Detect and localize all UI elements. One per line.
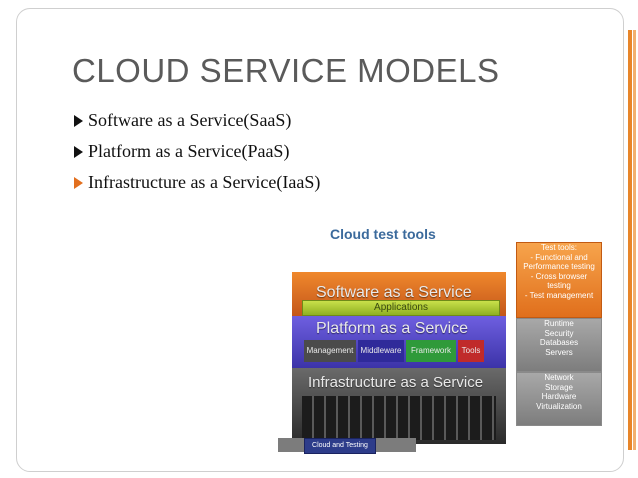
side-box-line: - Cross browser [530, 271, 588, 281]
bullet-text: Software as a Service(SaaS) [88, 110, 292, 130]
slide-title: CLOUD SERVICE MODELS [72, 52, 500, 89]
side-box-line: Test tools: [540, 243, 577, 252]
infrastructure-box: Network Storage Hardware Virtualization [516, 372, 602, 426]
side-box-line: - Test management [524, 290, 594, 300]
applications-label: Applications [374, 302, 428, 313]
paas-layer: Platform as a Service Management Middlew… [292, 316, 506, 368]
bullet-list: Software as a Service(SaaS) Platform as … [72, 110, 320, 203]
server-racks-graphic [302, 396, 496, 440]
paas-layer-label: Platform as a Service [316, 320, 469, 337]
arrow-bullet-icon [74, 146, 83, 158]
bullet-item: Platform as a Service(PaaS) [72, 141, 320, 172]
iaas-layer: Infrastructure as a Service [292, 368, 506, 444]
bullet-text: Platform as a Service(PaaS) [88, 141, 290, 161]
applications-bar: Applications [302, 300, 500, 316]
figure-title: Cloud test tools [330, 226, 436, 242]
side-box-line: Performance testing [523, 262, 595, 271]
arrow-bullet-icon [74, 115, 83, 127]
side-box-line: Servers [545, 347, 573, 357]
bullet-item: Infrastructure as a Service(IaaS) [72, 172, 320, 203]
side-box-line: testing [547, 281, 571, 290]
accent-bar-graphic [628, 30, 636, 450]
saas-layer: Software as a Service Applications [292, 272, 506, 316]
side-box-line: Runtime [544, 319, 574, 328]
service-stack: Software as a Service Applications Platf… [292, 272, 506, 444]
side-box-line: Databases [539, 338, 579, 347]
paas-module: Management [304, 340, 356, 362]
side-box-line: - Functional and [530, 252, 588, 262]
iaas-layer-label: Infrastructure as a Service [308, 374, 484, 391]
cloud-and-testing-tab: Cloud and Testing [304, 438, 376, 454]
bullet-text: Infrastructure as a Service(IaaS) [88, 172, 321, 192]
bullet-item: Software as a Service(SaaS) [72, 110, 320, 141]
paas-modules: Management Middleware Framework Tools [304, 340, 484, 362]
side-box-line: Virtualization [536, 401, 582, 411]
paas-module: Framework [406, 340, 456, 362]
side-box-line: Hardware [541, 392, 577, 401]
arrow-bullet-icon [74, 177, 83, 189]
side-box-line: Network [544, 373, 574, 382]
side-box-line: Security [544, 328, 574, 338]
test-tools-box: Test tools: - Functional and Performance… [516, 242, 602, 318]
paas-module: Tools [458, 340, 484, 362]
slide-accent-bar [628, 30, 638, 450]
platform-box: Runtime Security Databases Servers [516, 318, 602, 372]
saas-layer-label: Software as a Service [316, 284, 472, 301]
paas-module: Middleware [358, 340, 404, 362]
cloud-test-tools-figure: Cloud test tools Software as a Service A… [278, 220, 608, 460]
side-box-line: Storage [544, 382, 574, 392]
